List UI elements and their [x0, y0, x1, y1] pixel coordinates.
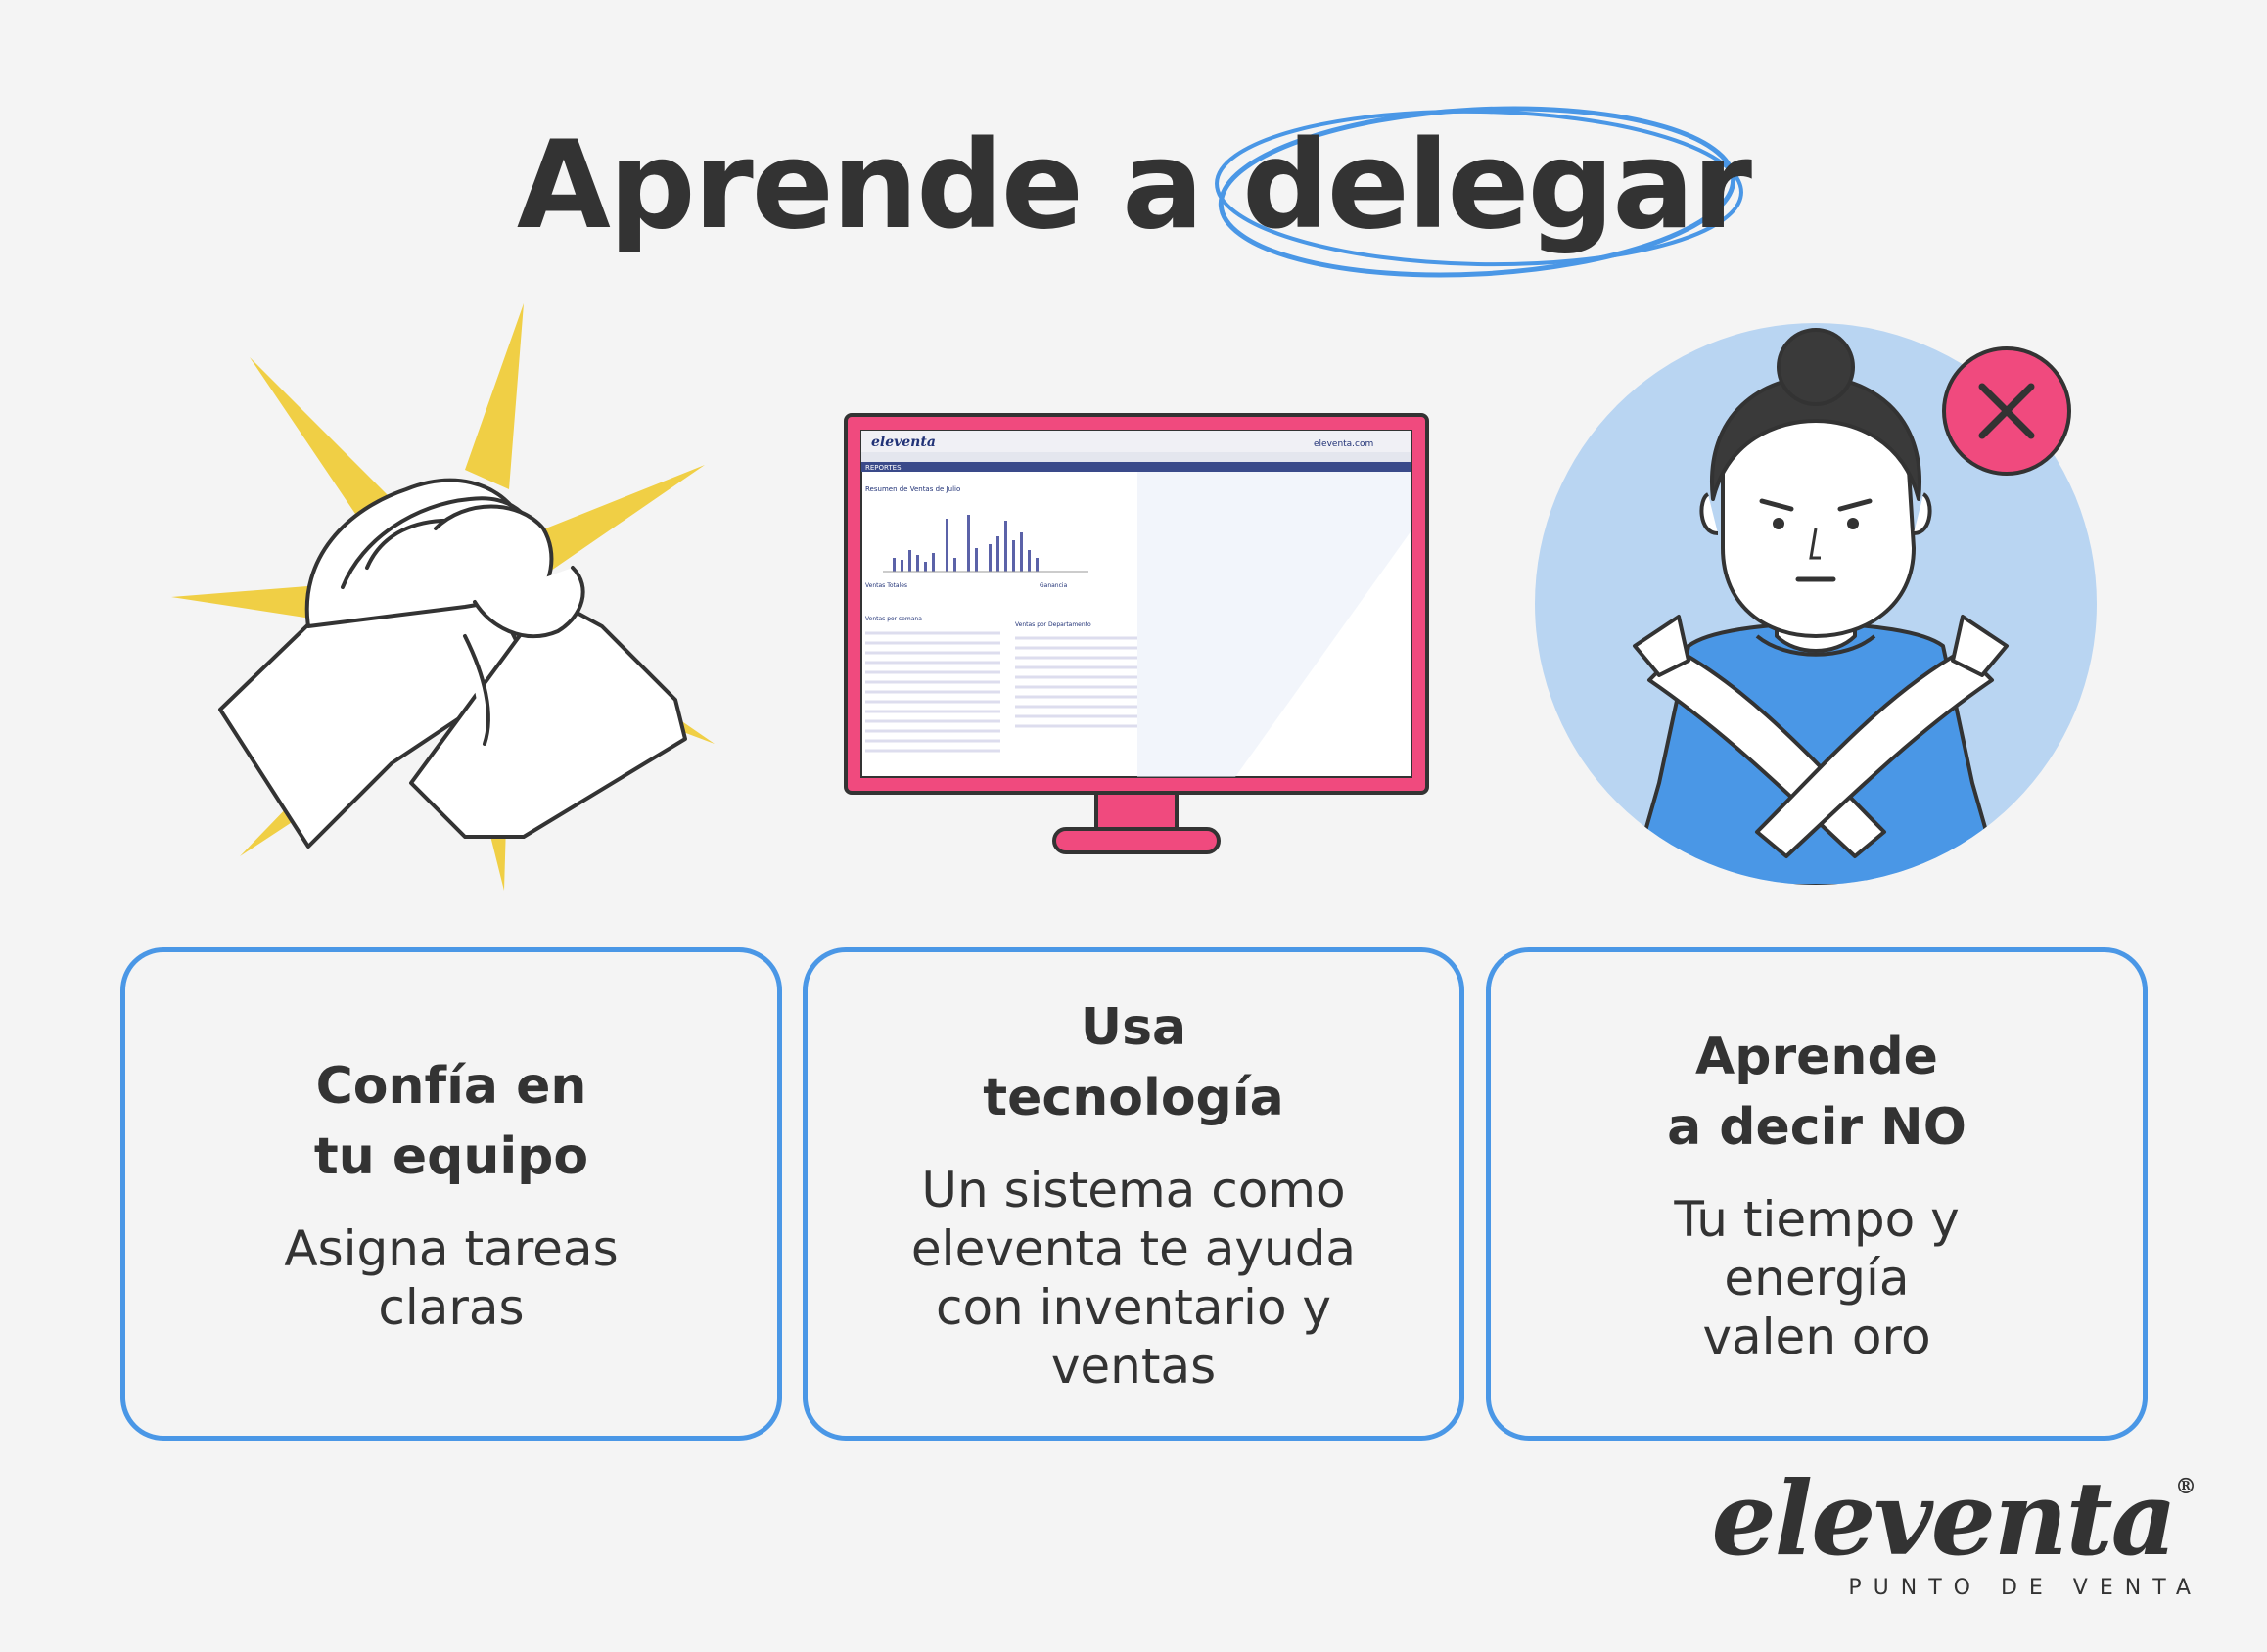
screen-section: REPORTES	[865, 464, 902, 472]
card-body-line: claras	[378, 1279, 525, 1336]
handshake-icon	[171, 303, 715, 891]
card-heading-line: Usa	[1080, 998, 1187, 1057]
title-prefix: Aprende a	[516, 115, 1204, 256]
card-heading-line: Confía en	[315, 1057, 587, 1116]
computer-monitor-icon: eleventa eleventa.com REPORTES Resumen d…	[844, 413, 1429, 854]
card-use-technology: Usa tecnología Un sistema como eleventa …	[803, 947, 1464, 1441]
card-body-line: eleventa te ayuda	[910, 1220, 1357, 1277]
card-body: Tu tiempo y energía valen oro	[1674, 1190, 1959, 1366]
card-heading-line: a decir NO	[1667, 1098, 1966, 1157]
card-body-line: energía	[1724, 1250, 1910, 1307]
logo-word: eleventa	[1711, 1458, 2177, 1579]
screen-app-name: eleventa	[871, 435, 936, 450]
card-body-line: ventas	[1050, 1338, 1217, 1395]
card-body: Asigna tareas claras	[284, 1219, 618, 1337]
card-body-line: Un sistema como	[921, 1162, 1346, 1218]
card-heading-line: tu equipo	[313, 1127, 589, 1186]
brand-logo: eleventa® PUNTO DE VENTA	[1712, 1468, 2197, 1601]
card-say-no: Aprende a decir NO Tu tiempo y energía v…	[1486, 947, 2148, 1441]
woman-crossed-arms-icon	[1535, 323, 2097, 885]
registered-mark: ®	[2175, 1474, 2197, 1499]
title-highlight: delegar	[1242, 115, 1752, 256]
card-body-line: Tu tiempo y	[1674, 1191, 1960, 1248]
screen-label-week: Ventas por semana	[865, 616, 922, 622]
page-title: Aprende a delegar	[0, 106, 2267, 278]
card-heading-line: Aprende	[1695, 1028, 1938, 1086]
title-highlight-wrapper: delegar	[1215, 106, 1752, 278]
logo-wordmark: eleventa®	[1712, 1468, 2197, 1570]
screen-report-title: Resumen de Ventas de Julio	[865, 485, 960, 493]
screen-label-total: Ventas Totales	[865, 582, 907, 589]
screen-site: eleventa.com	[1314, 439, 1373, 449]
card-body-line: valen oro	[1702, 1308, 1931, 1365]
card-heading: Usa tecnología	[983, 992, 1283, 1133]
scribble-circle-icon	[1215, 106, 1743, 278]
card-body-line: Asigna tareas	[284, 1220, 619, 1277]
close-x-icon	[1942, 346, 2071, 476]
card-heading-line: tecnología	[983, 1069, 1284, 1127]
card-heading: Confía en tu equipo	[314, 1051, 588, 1192]
screen-label-profit: Ganancia	[1040, 582, 1068, 589]
screen-label-dept: Ventas por Departamento	[1015, 621, 1091, 628]
card-body-line: con inventario y	[935, 1279, 1332, 1336]
card-heading: Aprende a decir NO	[1667, 1022, 1966, 1163]
card-body: Un sistema como eleventa te ayuda con in…	[911, 1161, 1356, 1396]
card-trust-team: Confía en tu equipo Asigna tareas claras	[120, 947, 782, 1441]
logo-tagline: PUNTO DE VENTA	[1848, 1576, 2202, 1600]
